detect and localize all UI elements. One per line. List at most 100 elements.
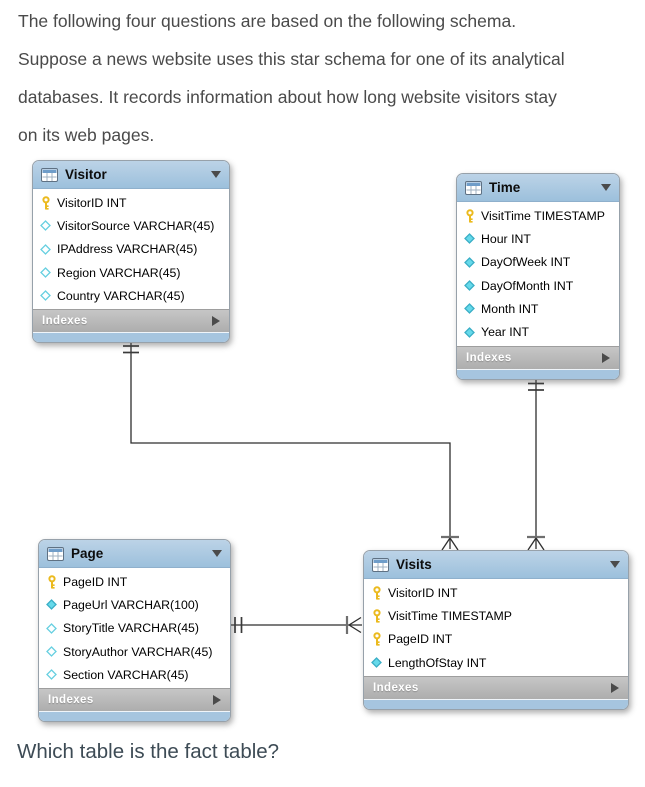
table-footer	[457, 368, 619, 379]
indexes-bar[interactable]: Indexes	[39, 688, 230, 712]
table-title: Time	[489, 180, 521, 195]
column-name: VisitTime TIMESTAMP	[481, 208, 605, 223]
column-row: VisitorSource VARCHAR(45)	[33, 214, 229, 237]
table-columns: PageID INT PageUrl VARCHAR(100) StoryTit…	[39, 568, 230, 688]
column-row: Year INT	[457, 320, 619, 343]
column-name: Region VARCHAR(45)	[57, 265, 181, 280]
expand-arrow-icon[interactable]	[602, 352, 610, 363]
table-visitor[interactable]: Visitor VisitorID INT VisitorSource VARC…	[32, 160, 230, 344]
table-title: Visits	[396, 557, 432, 572]
column-row: Month INT	[457, 297, 619, 320]
notnull-diamond-icon	[463, 233, 476, 245]
table-title: Visitor	[65, 167, 107, 182]
column-name: Country VARCHAR(45)	[57, 288, 185, 303]
column-row: StoryTitle VARCHAR(45)	[39, 617, 230, 640]
table-page-header[interactable]: Page	[39, 540, 230, 568]
collapse-arrow-icon[interactable]	[601, 184, 611, 191]
indexes-bar[interactable]: Indexes	[457, 345, 619, 369]
table-title: Page	[71, 546, 104, 561]
column-name: Month INT	[481, 301, 539, 316]
column-name: PageID INT	[388, 632, 453, 647]
notnull-diamond-icon	[463, 303, 476, 314]
nullable-diamond-icon	[39, 220, 52, 232]
table-time-header[interactable]: Time	[457, 174, 619, 202]
column-name: PageID INT	[63, 574, 128, 589]
column-row: VisitTime TIMESTAMP	[457, 204, 619, 227]
nullable-diamond-icon	[39, 290, 52, 301]
nullable-diamond-icon	[39, 267, 52, 278]
relationship-page-visits	[228, 616, 362, 634]
table-page[interactable]: Page PageID INT PageUrl VARCHAR(100) Sto…	[38, 539, 231, 723]
intro-line: Suppose a news website uses this star sc…	[18, 49, 565, 69]
column-row: PageUrl VARCHAR(100)	[39, 593, 230, 616]
column-row: PageID INT	[364, 628, 628, 651]
column-row: StoryAuthor VARCHAR(45)	[39, 640, 230, 663]
column-row: DayOfWeek INT	[457, 251, 619, 274]
primary-key-icon	[463, 208, 476, 223]
indexes-label: Indexes	[42, 315, 88, 328]
column-row: LengthOfStay INT	[364, 651, 628, 674]
collapse-arrow-icon[interactable]	[212, 550, 222, 557]
intro-line: on its web pages.	[18, 125, 155, 145]
indexes-label: Indexes	[373, 682, 419, 695]
intro-line: The following four questions are based o…	[18, 11, 517, 31]
indexes-bar[interactable]: Indexes	[33, 309, 229, 333]
indexes-label: Indexes	[466, 351, 512, 364]
column-row: VisitorID INT	[364, 581, 628, 604]
table-visits[interactable]: Visits VisitorID INT VisitTime TIMESTAMP…	[363, 550, 629, 711]
primary-key-icon	[370, 632, 383, 647]
column-name: Hour INT	[481, 231, 531, 246]
column-row: Section VARCHAR(45)	[39, 663, 230, 686]
table-icon	[41, 167, 58, 182]
column-row: DayOfMonth INT	[457, 274, 619, 297]
nullable-diamond-icon	[39, 244, 52, 255]
expand-arrow-icon[interactable]	[611, 683, 619, 694]
column-row: Country VARCHAR(45)	[33, 284, 229, 307]
table-time[interactable]: Time VisitTime TIMESTAMP Hour INT DayOfW…	[456, 173, 620, 380]
expand-arrow-icon[interactable]	[212, 316, 220, 327]
notnull-diamond-icon	[463, 280, 476, 291]
column-row: VisitTime TIMESTAMP	[364, 604, 628, 627]
relationship-time-visits	[527, 376, 545, 551]
table-visits-header[interactable]: Visits	[364, 551, 628, 579]
column-name: IPAddress VARCHAR(45)	[57, 242, 198, 257]
table-icon	[372, 557, 389, 572]
column-row: Region VARCHAR(45)	[33, 261, 229, 284]
notnull-diamond-icon	[370, 657, 383, 668]
column-name: VisitorSource VARCHAR(45)	[57, 218, 215, 233]
column-name: PageUrl VARCHAR(100)	[63, 597, 199, 612]
column-row: VisitorID INT	[33, 191, 229, 214]
column-name: StoryTitle VARCHAR(45)	[63, 621, 199, 636]
nullable-diamond-icon	[45, 669, 58, 680]
intro-line: databases. It records information about …	[18, 87, 557, 107]
notnull-diamond-icon	[463, 326, 476, 338]
column-name: DayOfWeek INT	[481, 255, 571, 270]
column-name: LengthOfStay INT	[388, 655, 487, 670]
column-name: DayOfMonth INT	[481, 278, 574, 293]
primary-key-icon	[370, 609, 383, 623]
table-columns: VisitorID INT VisitorSource VARCHAR(45) …	[33, 189, 229, 309]
table-footer	[33, 332, 229, 343]
column-name: VisitTime TIMESTAMP	[388, 608, 512, 623]
column-row: PageID INT	[39, 570, 230, 593]
expand-arrow-icon[interactable]	[213, 695, 221, 706]
question-text: Which table is the fact table?	[17, 740, 280, 763]
column-name: Section VARCHAR(45)	[63, 667, 189, 682]
table-icon	[465, 180, 482, 195]
table-footer	[39, 711, 230, 722]
column-name: StoryAuthor VARCHAR(45)	[63, 644, 213, 659]
column-name: VisitorID INT	[57, 195, 127, 210]
column-name: VisitorID INT	[388, 585, 458, 600]
column-row: IPAddress VARCHAR(45)	[33, 238, 229, 261]
indexes-bar[interactable]: Indexes	[364, 676, 628, 700]
table-visitor-header[interactable]: Visitor	[33, 161, 229, 189]
notnull-diamond-icon	[463, 257, 476, 268]
indexes-label: Indexes	[48, 694, 94, 707]
table-columns: VisitTime TIMESTAMP Hour INT DayOfWeek I…	[457, 202, 619, 346]
collapse-arrow-icon[interactable]	[610, 561, 620, 568]
relationship-visitor-visits	[123, 339, 459, 551]
nullable-diamond-icon	[45, 646, 58, 657]
collapse-arrow-icon[interactable]	[211, 171, 221, 178]
column-row: Hour INT	[457, 227, 619, 250]
table-columns: VisitorID INT VisitTime TIMESTAMP PageID…	[364, 579, 628, 676]
